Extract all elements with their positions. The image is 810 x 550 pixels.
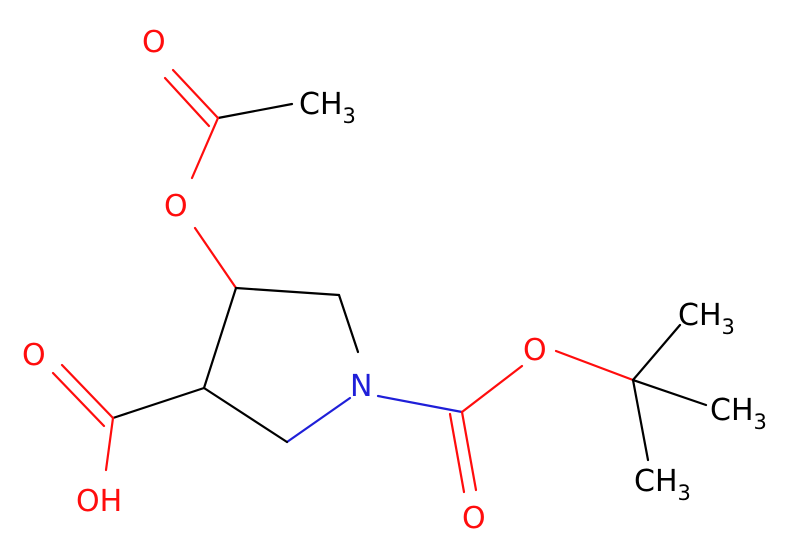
- bond-ring-c2-c3: [202, 386, 289, 444]
- bond-ring-c3-c4: [202, 286, 238, 390]
- boc-ester-oxygen-label: O: [523, 333, 547, 368]
- bond-acid-c-o-double-2: [51, 371, 106, 428]
- bond-tbu-methyl-2: [631, 378, 708, 407]
- bond-boc-c-ester-o: [460, 364, 524, 414]
- bond-ester-o-tbu-c: [554, 349, 635, 382]
- boc-carbonyl-oxygen-label: O: [462, 501, 486, 536]
- bond-tbu-methyl-3: [631, 378, 650, 462]
- bond-acid-c-oh: [104, 416, 115, 472]
- acetyl-methyl-label: CH3: [299, 87, 356, 128]
- atom-labels: O CH3 O N O O CH3 CH3 CH3 O OH: [22, 25, 767, 536]
- bond-c3-acid-c: [111, 386, 206, 420]
- bond-acid-c-o-double-1: [60, 363, 115, 420]
- acid-hydroxyl-label: OH: [76, 484, 122, 519]
- bond-acetyl-c-methyl: [216, 102, 294, 120]
- bond-ester-o-ring-c4: [193, 226, 238, 290]
- ring-nitrogen-label: N: [350, 369, 372, 404]
- bond-n-boc-c: [376, 394, 464, 414]
- acid-carbonyl-oxygen-label: O: [22, 338, 46, 373]
- tbu-methyl-2-label: CH3: [710, 393, 767, 434]
- bond-ring-c5-n: [337, 293, 360, 354]
- bonds: [51, 68, 708, 494]
- bond-boc-c-o-double-1: [460, 410, 478, 492]
- bond-acetyl-c-ester-o: [190, 116, 220, 180]
- bond-ring-c4-c5: [234, 286, 341, 297]
- bond-tbu-methyl-1: [631, 323, 682, 382]
- bond-boc-c-o-double-2: [448, 412, 466, 494]
- tbu-methyl-1-label: CH3: [678, 298, 735, 339]
- bond-ring-n-c2: [285, 396, 352, 444]
- bond-acetyl-c-o-double-1: [171, 68, 220, 120]
- bond-acetyl-c-o-double-2: [163, 76, 211, 128]
- tbu-methyl-3-label: CH3: [634, 464, 691, 505]
- acetyl-carbonyl-oxygen-label: O: [142, 25, 166, 60]
- ester-oxygen-label: O: [164, 189, 188, 224]
